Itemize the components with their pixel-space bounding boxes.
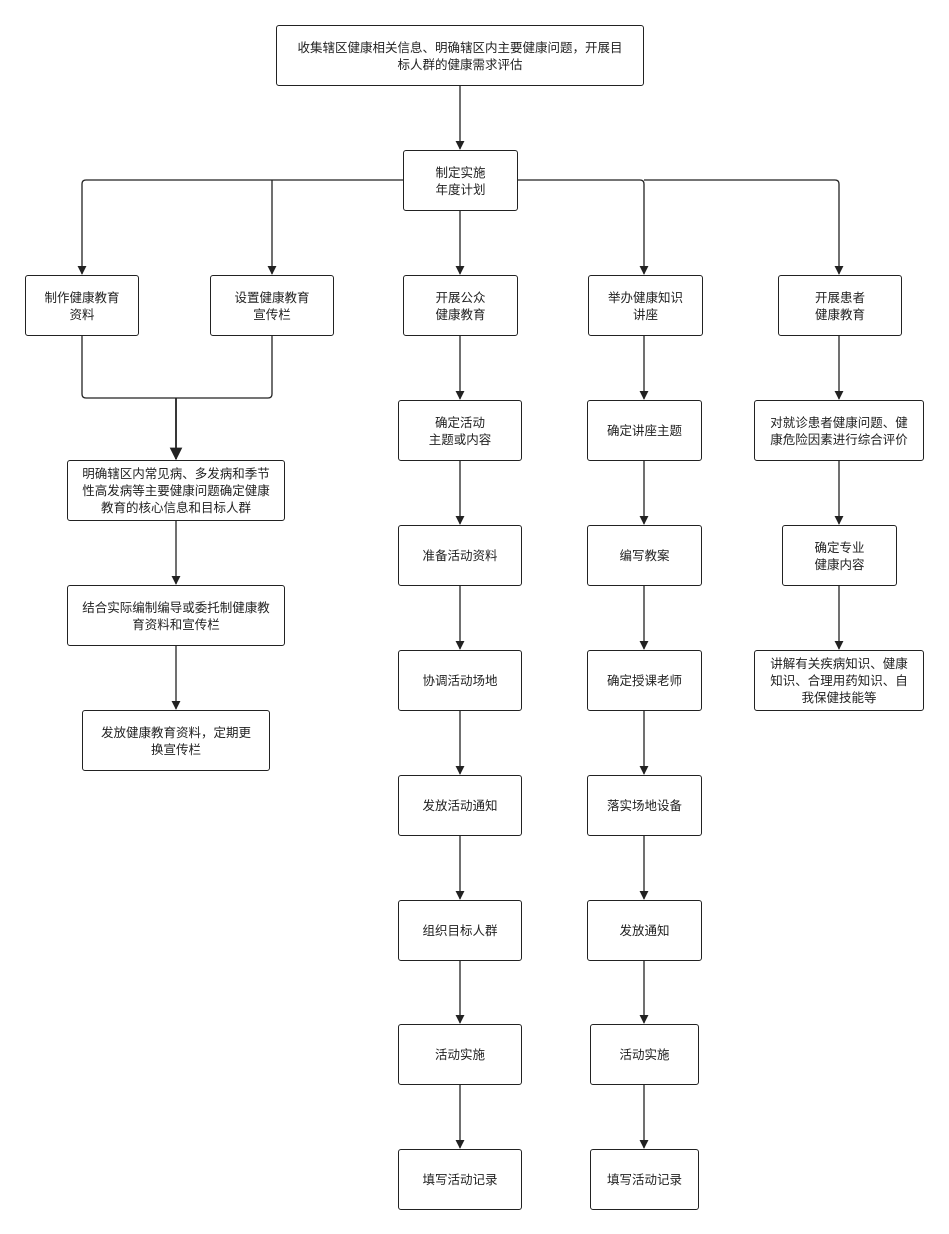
edge-plan-patient-edu bbox=[644, 179, 844, 275]
node-pub-venue: 协调活动场地 bbox=[398, 650, 522, 711]
node-lecture: 举办健康知识 讲座 bbox=[588, 275, 703, 336]
node-make-materials-label: 制作健康教育 资料 bbox=[44, 289, 120, 322]
node-pub-record-label: 填写活动记录 bbox=[422, 1172, 498, 1187]
node-patient-education-label: 开展患者 健康教育 bbox=[814, 289, 865, 322]
node-lec-plan-label: 编写教案 bbox=[619, 548, 670, 563]
node-public-education-label: 开展公众 健康教育 bbox=[435, 289, 486, 322]
node-needs-assessment: 收集辖区健康相关信息、明确辖区内主要健康问题，开展目 标人群的健康需求评估 bbox=[276, 25, 644, 86]
node-lec-notice-label: 发放通知 bbox=[619, 923, 670, 938]
node-lec-topic-label: 确定讲座主题 bbox=[606, 423, 682, 438]
node-lec-plan: 编写教案 bbox=[587, 525, 702, 586]
node-pub-notice: 发放活动通知 bbox=[398, 775, 522, 836]
node-core-info: 明确辖区内常见病、多发病和季节 性高发病等主要健康问题确定健康 教育的核心信息和… bbox=[67, 460, 285, 521]
node-annual-plan: 制定实施 年度计划 bbox=[403, 150, 518, 211]
node-pat-explain-label: 讲解有关疾病知识、健康 知识、合理用药知识、自 我保健技能等 bbox=[770, 656, 908, 705]
node-pub-topic-label: 确定活动 主题或内容 bbox=[428, 414, 492, 447]
node-pub-venue-label: 协调活动场地 bbox=[422, 673, 498, 688]
node-distribute-materials: 发放健康教育资料，定期更 换宣传栏 bbox=[82, 710, 270, 771]
node-compile-materials-label: 结合实际编制编导或委托制健康教 育资料和宣传栏 bbox=[82, 599, 270, 632]
node-make-materials: 制作健康教育 资料 bbox=[25, 275, 139, 336]
edge-set-board-merge bbox=[176, 336, 273, 399]
node-lec-notice: 发放通知 bbox=[587, 900, 702, 961]
node-pat-evaluate-label: 对就诊患者健康问题、健 康危险因素进行综合评价 bbox=[770, 414, 908, 447]
node-pub-topic: 确定活动 主题或内容 bbox=[398, 400, 522, 461]
edge-plan-make-materials bbox=[77, 179, 403, 275]
node-pub-implement: 活动实施 bbox=[398, 1024, 522, 1085]
node-lec-implement: 活动实施 bbox=[590, 1024, 699, 1085]
node-lec-topic: 确定讲座主题 bbox=[587, 400, 702, 461]
node-lec-teacher-label: 确定授课老师 bbox=[606, 673, 682, 688]
node-compile-materials: 结合实际编制编导或委托制健康教 育资料和宣传栏 bbox=[67, 585, 285, 646]
edge-make-materials-merge bbox=[81, 336, 176, 399]
node-distribute-materials-label: 发放健康教育资料，定期更 换宣传栏 bbox=[100, 724, 251, 757]
node-lec-teacher: 确定授课老师 bbox=[587, 650, 702, 711]
node-lecture-label: 举办健康知识 讲座 bbox=[607, 289, 683, 322]
node-lec-record-label: 填写活动记录 bbox=[606, 1172, 682, 1187]
node-pub-notice-label: 发放活动通知 bbox=[422, 798, 498, 813]
node-pub-organize: 组织目标人群 bbox=[398, 900, 522, 961]
node-pat-content-label: 确定专业 健康内容 bbox=[814, 539, 865, 572]
edge-plan-lecture bbox=[518, 179, 649, 275]
node-annual-plan-label: 制定实施 年度计划 bbox=[435, 164, 486, 197]
node-core-info-label: 明确辖区内常见病、多发病和季节 性高发病等主要健康问题确定健康 教育的核心信息和… bbox=[82, 466, 270, 515]
node-pat-evaluate: 对就诊患者健康问题、健 康危险因素进行综合评价 bbox=[754, 400, 924, 461]
node-public-education: 开展公众 健康教育 bbox=[403, 275, 518, 336]
node-pat-content: 确定专业 健康内容 bbox=[782, 525, 897, 586]
node-lec-record: 填写活动记录 bbox=[590, 1149, 699, 1210]
node-set-board-label: 设置健康教育 宣传栏 bbox=[234, 289, 310, 322]
node-set-board: 设置健康教育 宣传栏 bbox=[210, 275, 334, 336]
node-needs-assessment-label: 收集辖区健康相关信息、明确辖区内主要健康问题，开展目 标人群的健康需求评估 bbox=[297, 39, 623, 72]
node-lec-implement-label: 活动实施 bbox=[619, 1047, 670, 1062]
node-lec-equipment-label: 落实场地设备 bbox=[606, 798, 682, 813]
node-pub-organize-label: 组织目标人群 bbox=[422, 923, 498, 938]
node-pub-prepare-label: 准备活动资料 bbox=[422, 548, 498, 563]
node-lec-equipment: 落实场地设备 bbox=[587, 775, 702, 836]
node-patient-education: 开展患者 健康教育 bbox=[778, 275, 902, 336]
node-pub-prepare: 准备活动资料 bbox=[398, 525, 522, 586]
node-pub-record: 填写活动记录 bbox=[398, 1149, 522, 1210]
node-pat-explain: 讲解有关疾病知识、健康 知识、合理用药知识、自 我保健技能等 bbox=[754, 650, 924, 711]
node-pub-implement-label: 活动实施 bbox=[434, 1047, 485, 1062]
